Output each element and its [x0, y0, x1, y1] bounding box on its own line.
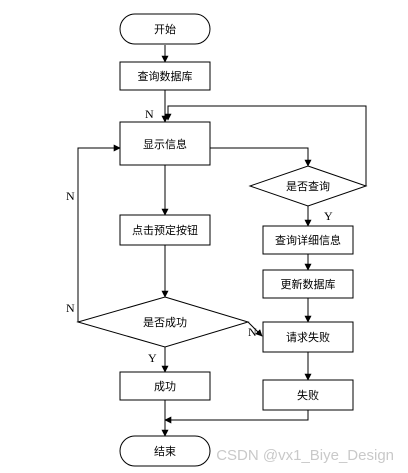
node-show-info: 显示信息 — [119, 121, 211, 166]
node-request-fail: 请求失败 — [262, 321, 354, 353]
edge-is-success-to-request-fail — [247, 321, 263, 337]
edge-show-info-to-is-query — [210, 147, 312, 167]
node-start-label: 开始 — [154, 22, 176, 36]
edge-label-loop-n: N — [145, 107, 154, 121]
node-end: 结束 — [119, 435, 211, 467]
node-click-book-label: 点击预定按钮 — [132, 223, 198, 237]
node-query-detail: 查询详细信息 — [262, 225, 354, 255]
node-success-label: 成功 — [154, 380, 176, 393]
edge-label-success-n-top: N — [66, 189, 75, 203]
edge-label-fail-n: N — [248, 325, 257, 339]
node-query-db: 查询数据库 — [119, 61, 211, 91]
node-end-label: 结束 — [154, 445, 176, 458]
node-query-detail-label: 查询详细信息 — [275, 233, 341, 247]
edge-fail-to-end — [164, 410, 309, 424]
node-update-db: 更新数据库 — [262, 269, 354, 299]
node-request-fail-label: 请求失败 — [286, 330, 330, 344]
node-update-db-label: 更新数据库 — [281, 277, 336, 291]
node-start: 开始 — [119, 13, 211, 45]
node-show-info-label: 显示信息 — [143, 137, 187, 151]
edge-is-query-loop-back — [164, 105, 367, 186]
edge-label-success-y: Y — [148, 351, 157, 365]
node-success: 成功 — [119, 371, 211, 401]
edge-labels: N N N Y Y N — [66, 107, 333, 365]
edge-is-success-loop-back — [77, 144, 121, 322]
edge-label-query-y: Y — [324, 209, 333, 223]
node-is-query-label: 是否查询 — [286, 179, 330, 193]
node-fail-label: 失败 — [297, 388, 319, 402]
node-query-db-label: 查询数据库 — [138, 69, 193, 83]
edges — [77, 45, 367, 437]
node-is-success-label: 是否成功 — [143, 316, 187, 329]
watermark-text: CSDN @vx1_Biye_Design — [216, 447, 394, 464]
node-click-book: 点击预定按钮 — [119, 214, 211, 246]
edge-label-success-n: N — [66, 301, 75, 315]
node-is-query: 是否查询 — [248, 165, 368, 207]
node-fail: 失败 — [262, 379, 354, 411]
node-is-success: 是否成功 — [76, 296, 250, 348]
